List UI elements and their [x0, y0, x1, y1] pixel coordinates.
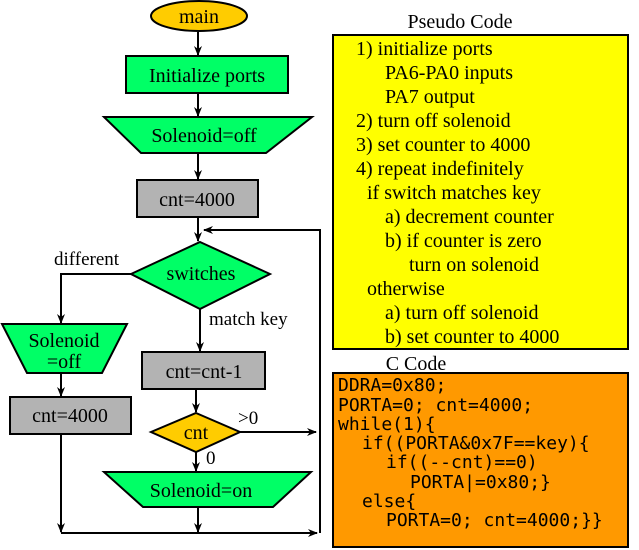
match-key-label: match key — [209, 309, 288, 330]
pseudo-line: a) turn off solenoid — [385, 302, 539, 324]
solenoid-on-node: Solenoid=on — [101, 471, 314, 508]
switches-decision: switches — [128, 240, 273, 311]
cnt-decision: cnt — [148, 411, 243, 454]
c-code-box — [332, 372, 629, 548]
pseudo-line: otherwise — [367, 278, 445, 300]
zero-label: 0 — [206, 448, 216, 469]
solenoid-off-label: Solenoid=off — [151, 125, 257, 147]
pseudo-line: turn on solenoid — [409, 254, 539, 276]
pseudo-line: 3) set counter to 4000 — [356, 134, 530, 156]
gt0-label: >0 — [238, 408, 258, 429]
init-ports-label: Initialize ports — [149, 65, 265, 87]
pseudo-line: 4) repeat indefinitely — [356, 158, 524, 180]
connectors — [57, 32, 321, 537]
pseudo-code-box — [332, 34, 629, 350]
left-solenoid-label-1: Solenoid — [28, 330, 99, 352]
start-label: main — [179, 6, 219, 28]
left-solenoid-label-2: =off — [47, 351, 82, 373]
cnt-init-node: cnt=4000 — [136, 179, 259, 218]
solenoid-on-label: Solenoid=on — [150, 480, 252, 502]
code-line: if((PORTA&0x7F==key){ — [362, 433, 590, 454]
pseudo-line: a) decrement counter — [385, 206, 554, 228]
start-node: main — [150, 0, 248, 32]
pseudo-code-title: Pseudo Code — [408, 11, 513, 33]
code-line: else{ — [362, 491, 416, 512]
cnt-init-label: cnt=4000 — [159, 189, 235, 211]
pseudo-line: if switch matches key — [367, 182, 541, 204]
different-label: different — [54, 249, 120, 270]
pseudo-code-lines: 1) initialize ports PA6-PA0 inputs PA7 o… — [356, 38, 559, 348]
c-code-lines: DDRA=0x80; PORTA=0; cnt=4000; while(1){ … — [338, 375, 603, 531]
cnt-decision-label: cnt — [184, 422, 209, 444]
pseudo-line: b) if counter is zero — [385, 230, 542, 252]
pseudo-line: PA6-PA0 inputs — [385, 62, 513, 84]
decrement-node: cnt=cnt-1 — [141, 351, 266, 390]
arrow-different — [57, 273, 131, 324]
pseudo-line: 1) initialize ports — [356, 38, 493, 60]
code-line: PORTA|=0x80;} — [410, 472, 551, 493]
solenoid-off-node: Solenoid=off — [101, 116, 315, 154]
c-code-title: C Code — [386, 353, 447, 375]
left-cnt-reset-label: cnt=4000 — [32, 405, 108, 427]
code-line: DDRA=0x80; — [338, 375, 446, 396]
pseudo-line: PA7 output — [385, 86, 475, 108]
code-line: PORTA=0; cnt=4000; — [338, 395, 533, 416]
left-cnt-reset-node: cnt=4000 — [9, 396, 132, 435]
decrement-label: cnt=cnt-1 — [166, 361, 243, 383]
code-line: if((--cnt)==0) — [386, 452, 538, 473]
pseudo-line: 2) turn off solenoid — [356, 110, 511, 132]
code-line: while(1){ — [338, 414, 436, 435]
pseudo-line: b) set counter to 4000 — [385, 326, 559, 348]
code-line: PORTA=0; cnt=4000;}} — [386, 510, 603, 531]
switches-label: switches — [167, 263, 236, 285]
loop-back-arrow — [203, 226, 321, 533]
left-solenoid-off-node: Solenoid =off — [0, 323, 129, 374]
init-ports-node: Initialize ports — [125, 55, 289, 94]
